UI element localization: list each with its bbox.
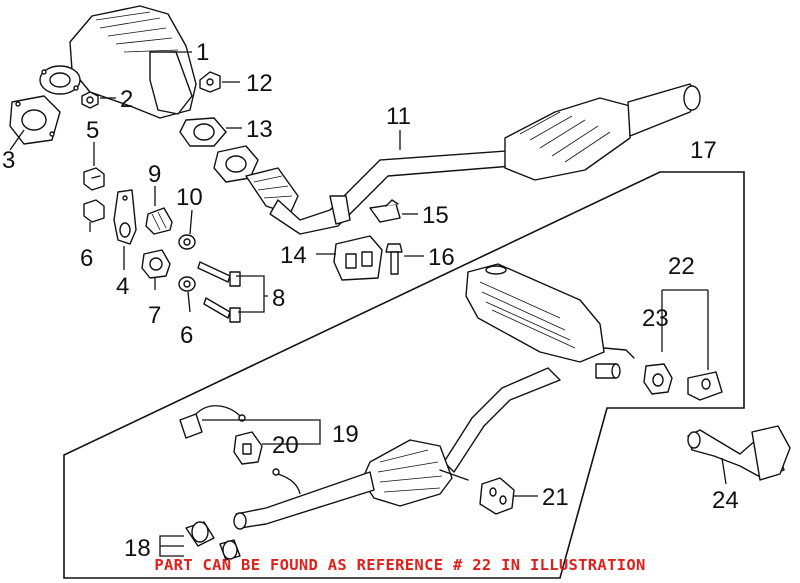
callout-18: 18 <box>124 535 151 562</box>
stud-5 <box>83 167 105 191</box>
callout-2: 2 <box>120 86 133 113</box>
clamps-18 <box>185 521 241 561</box>
nut-12 <box>199 71 221 93</box>
callout-numbers: 1 2 3 5 6 4 7 9 10 6 8 11 12 13 15 14 16… <box>2 39 739 562</box>
rear-muffler <box>465 263 635 379</box>
kit-outline-17 <box>63 171 745 579</box>
catalytic-converter <box>39 5 197 119</box>
stud-6a <box>83 199 105 223</box>
hanger-14 <box>333 235 383 281</box>
callout-22: 22 <box>668 253 695 280</box>
bolts-8 <box>197 261 241 323</box>
front-pipe <box>213 83 701 235</box>
bushing-7 <box>141 249 171 279</box>
gasket-3 <box>9 95 61 145</box>
center-resonator <box>233 439 469 530</box>
callout-7: 7 <box>148 302 161 329</box>
callout-11: 11 <box>386 103 411 130</box>
callout-1: 1 <box>196 39 209 66</box>
washer-10 <box>178 234 196 250</box>
callout-6b: 6 <box>180 322 193 349</box>
hanger-21 <box>479 477 515 515</box>
bushing-9 <box>145 207 173 235</box>
bracket-22 <box>687 371 723 401</box>
callout-13: 13 <box>246 116 273 143</box>
callout-21: 21 <box>542 484 569 511</box>
nut-2 <box>81 91 99 109</box>
leader-lines <box>9 51 727 557</box>
bracket-4 <box>113 189 137 245</box>
callout-6a: 6 <box>80 245 93 272</box>
oxygen-sensor-19 <box>179 405 246 439</box>
callout-17: 17 <box>690 137 717 164</box>
callout-5: 5 <box>86 117 99 144</box>
callout-8: 8 <box>272 285 285 312</box>
callout-14: 14 <box>280 242 307 269</box>
callout-15: 15 <box>422 202 449 229</box>
callout-9: 9 <box>148 161 161 188</box>
footer-note: PART CAN BE FOUND AS REFERENCE # 22 IN I… <box>154 556 646 574</box>
bolt-16 <box>385 243 403 275</box>
hanger-23 <box>643 363 673 395</box>
callout-10: 10 <box>176 184 203 211</box>
sensor-lead <box>272 468 301 495</box>
tailpipe-24 <box>687 425 791 481</box>
callout-3: 3 <box>2 147 15 174</box>
gasket-13 <box>179 117 227 147</box>
callout-20: 20 <box>272 432 299 459</box>
callout-24: 24 <box>712 487 739 514</box>
callout-19: 19 <box>332 421 359 448</box>
callout-23: 23 <box>642 305 669 332</box>
intermediate-pipe <box>443 367 561 473</box>
callout-12: 12 <box>246 70 273 97</box>
bracket-15 <box>369 199 401 223</box>
callout-16: 16 <box>428 244 455 271</box>
callout-4: 4 <box>116 273 129 300</box>
hanger-20 <box>233 431 263 465</box>
washer-6b <box>178 276 196 292</box>
